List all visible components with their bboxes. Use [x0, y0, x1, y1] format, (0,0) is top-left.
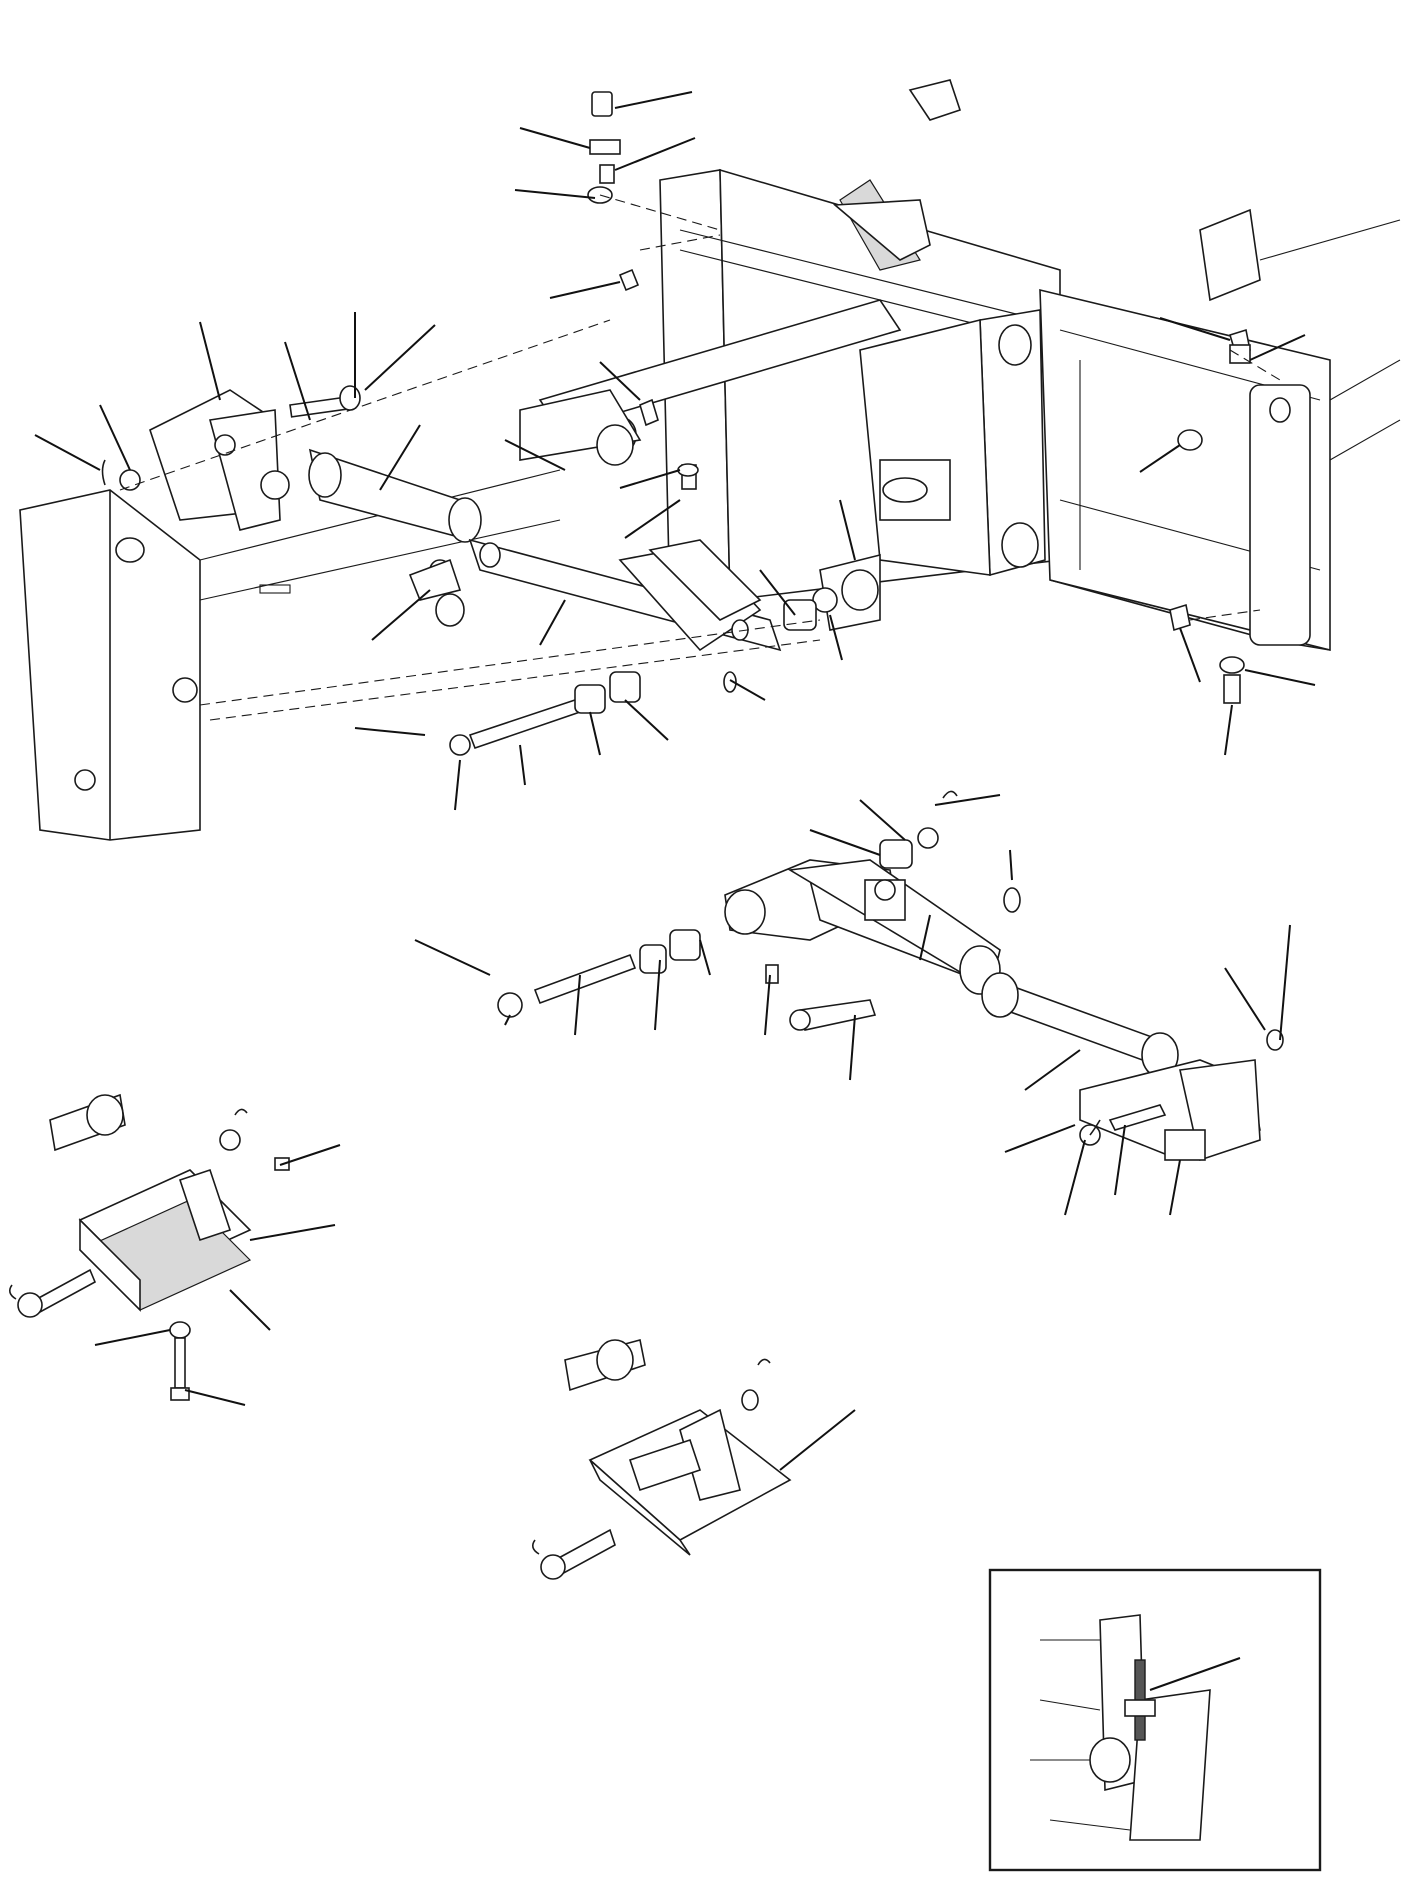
lower-pin-set — [408, 558, 817, 756]
detail-inset — [988, 1568, 1322, 1872]
base-plate-assembly-left — [8, 1093, 290, 1401]
swing-arm — [468, 389, 881, 652]
upper-bracket-assembly — [101, 385, 482, 543]
pivot-bracket — [859, 309, 1046, 577]
assembly-centerlines-upper — [119, 194, 1281, 721]
boom-arm-assembly — [497, 790, 1284, 1162]
base-plate-assembly-center — [531, 1339, 792, 1580]
callout-leaders — [34, 91, 1316, 1691]
